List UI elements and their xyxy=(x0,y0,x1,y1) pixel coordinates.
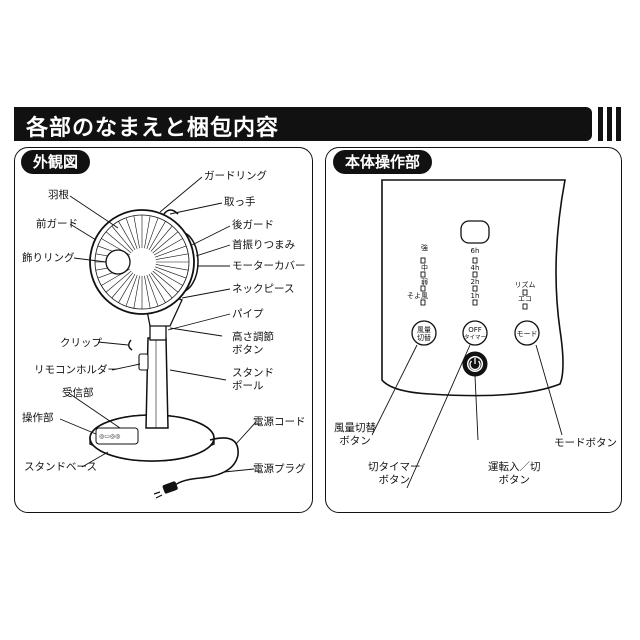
guard-spoke xyxy=(118,221,136,251)
mode-label-rhythm: リズム xyxy=(514,281,536,289)
timer-label-2h: 2h xyxy=(470,278,480,286)
label-pipe: パイプ xyxy=(232,308,264,320)
title-stripe xyxy=(607,107,612,141)
controls-panel xyxy=(325,147,622,513)
power-button[interactable] xyxy=(463,352,487,376)
timer-label-4h: 4h xyxy=(470,264,480,272)
guard-spoke xyxy=(155,253,189,260)
timer-label-1h: 1h xyxy=(470,292,480,300)
label-stand-pole: スタンド ポール xyxy=(232,367,274,392)
exterior-panel xyxy=(14,147,313,513)
guard-spoke xyxy=(152,231,179,254)
speed-label-breeze: そよ風 xyxy=(407,292,428,300)
controls-tag: 本体操作部 xyxy=(333,150,433,174)
guard-spoke xyxy=(155,264,189,271)
title-stripe xyxy=(616,107,621,141)
label-stand-base: スタンドベース xyxy=(24,461,97,473)
label-rear-guard: 後ガード xyxy=(232,219,274,231)
guard-spoke xyxy=(144,275,151,309)
guard-spoke xyxy=(133,215,140,249)
speed-label-medium: 中 xyxy=(421,264,428,272)
guard-spoke xyxy=(111,225,134,252)
label-height-button: 高さ調節 ボタン xyxy=(232,331,274,356)
guard-spoke xyxy=(155,245,187,258)
guard-spoke xyxy=(144,215,151,249)
timer-label-6h: 6h xyxy=(470,247,480,255)
label-power-cord: 電源コード xyxy=(253,416,306,428)
label-guard-ring: ガードリング xyxy=(204,170,267,182)
label-control-panel: 操作部 xyxy=(22,412,54,424)
guard-spoke xyxy=(105,231,132,254)
guard-spoke xyxy=(125,217,138,249)
callout-off-timer: 切タイマー ボタン xyxy=(368,461,421,486)
label-motor-cover: モーターカバー xyxy=(232,260,306,272)
guard-spoke xyxy=(148,273,166,303)
guard-spoke xyxy=(133,275,140,309)
control-unit xyxy=(381,179,566,397)
svg-text:◎▭◎◎: ◎▭◎◎ xyxy=(99,433,120,440)
label-oscillation-knob: 首振りつまみ xyxy=(232,239,296,251)
label-front-guard: 前ガード xyxy=(36,218,78,230)
section-title: 各部のなまえと梱包内容 xyxy=(26,116,280,141)
guard-spoke xyxy=(146,275,159,307)
label-knob: 取っ手 xyxy=(224,196,256,208)
guard-spoke xyxy=(111,272,134,299)
guard-spoke xyxy=(153,238,183,256)
guard-spoke xyxy=(125,275,138,307)
guard-spoke xyxy=(152,270,179,293)
title-stripe xyxy=(598,107,603,141)
speed-label-weak: 弱 xyxy=(421,278,428,286)
guard-spoke xyxy=(153,268,183,286)
mode-label-eco: エコ xyxy=(518,295,532,303)
guard-spoke xyxy=(148,221,166,251)
guard-spoke xyxy=(150,225,173,252)
guard-spoke xyxy=(150,272,173,299)
label-deco-ring: 飾りリング xyxy=(22,252,75,264)
speed-label-strong: 強 xyxy=(421,244,428,252)
exterior-leaders xyxy=(59,176,257,473)
callout-power: 運転入／切 ボタン xyxy=(488,461,541,486)
label-receiver: 受信部 xyxy=(62,387,94,399)
label-neck-piece: ネックピース xyxy=(232,283,295,295)
guard-spoke xyxy=(146,217,159,249)
exterior-tag: 外観図 xyxy=(21,150,91,174)
guard-spoke xyxy=(155,266,187,279)
callout-mode: モードボタン xyxy=(554,437,617,449)
controls-leaders xyxy=(371,344,563,489)
label-power-plug: 電源プラグ xyxy=(253,463,306,475)
fan-illustration: ◎▭◎◎ xyxy=(89,209,239,499)
section-title-bar: 各部のなまえと梱包内容 xyxy=(14,107,592,141)
callout-wind-switch: 風量切替 ボタン xyxy=(334,422,376,447)
off-timer-button[interactable]: OFF タイマー xyxy=(463,326,486,341)
guard-spoke xyxy=(118,273,136,303)
guard-spoke xyxy=(105,270,132,293)
mode-button[interactable]: モード xyxy=(516,330,538,338)
label-remote-holder: リモコンホルダー xyxy=(34,364,118,376)
label-blade: 羽根 xyxy=(48,189,69,201)
wind-switch-button[interactable]: 風量 切替 xyxy=(417,326,431,342)
label-clip: クリップ xyxy=(60,337,102,349)
